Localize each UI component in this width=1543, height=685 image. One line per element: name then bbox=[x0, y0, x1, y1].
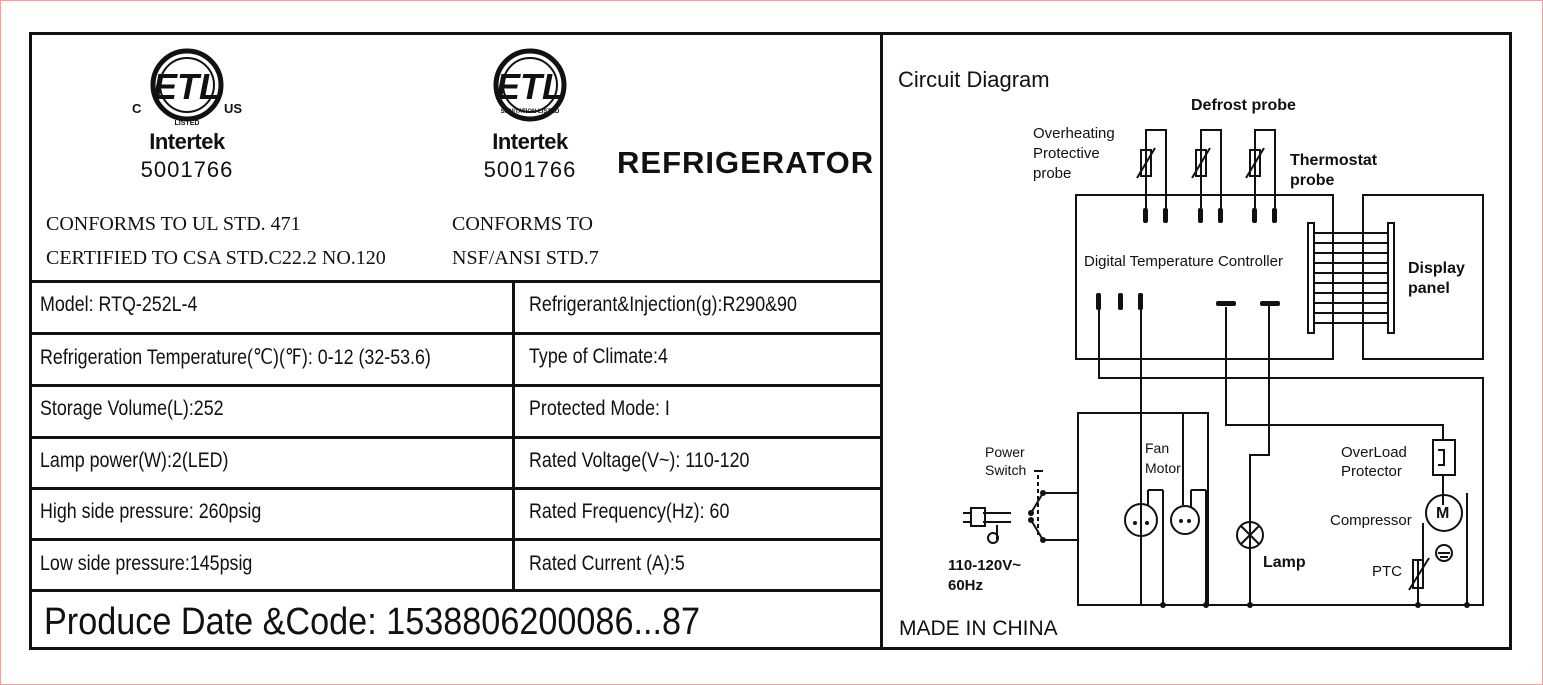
thermostat-label: probe bbox=[1290, 172, 1335, 189]
controller-label: Digital Temperature Controller bbox=[1084, 253, 1283, 270]
overheating-label: Overheating bbox=[1033, 125, 1115, 142]
overheating-label: probe bbox=[1033, 165, 1071, 182]
logo-ring-text: LISTED bbox=[175, 120, 200, 127]
spec-high-side-pressure: High side pressure: 260psig bbox=[40, 500, 262, 523]
ptc-label: PTC bbox=[1372, 563, 1402, 580]
power-switch-label: Switch bbox=[985, 462, 1026, 478]
spec-lamp-power: Lamp power(W):2(LED) bbox=[40, 449, 229, 472]
spec-refrigerant: Refrigerant&Injection(g):R290&90 bbox=[529, 293, 797, 316]
table-rule bbox=[32, 332, 880, 335]
power-switch-label: Power bbox=[985, 444, 1025, 460]
etl-letters: ETL bbox=[496, 66, 564, 107]
intertek-brand: Intertek bbox=[149, 129, 225, 154]
made-in-china: MADE IN CHINA bbox=[899, 617, 1058, 640]
table-rule bbox=[32, 384, 880, 387]
logo-left-mark: C bbox=[132, 101, 142, 116]
conformance-line: NSF/ANSI STD.7 bbox=[452, 247, 599, 269]
circuit-drawing: Circuit Diagram Defrost probe Overheatin… bbox=[898, 67, 1484, 640]
spec-model: Model: RTQ-252L-4 bbox=[40, 293, 198, 316]
section-divider bbox=[880, 35, 883, 647]
spec-storage-volume: Storage Volume(L):252 bbox=[40, 397, 224, 420]
overheating-label: Protective bbox=[1033, 145, 1100, 162]
overload-label: Protector bbox=[1341, 463, 1402, 480]
circuit-diagram: Circuit Diagram Defrost probe Overheatin… bbox=[883, 35, 1509, 647]
table-column-divider bbox=[512, 280, 515, 592]
spec-refrigeration-temperature: Refrigeration Temperature(℃)(℉): 0-12 (3… bbox=[40, 346, 431, 369]
rating-label: ETL C US LISTED Intertek 5001766 CONFORM… bbox=[29, 32, 1512, 650]
certificate-number: 5001766 bbox=[483, 157, 577, 182]
fan-motor-label: Motor bbox=[1145, 460, 1181, 476]
product-name: REFRIGERATOR bbox=[617, 145, 875, 180]
certificate-number: 5001766 bbox=[140, 157, 234, 182]
certification-etl-sanitation: ETL SANITATION LISTED Intertek 5001766 bbox=[455, 47, 605, 183]
logo-right-mark: US bbox=[224, 101, 242, 116]
thermostat-label: Thermostat bbox=[1290, 152, 1378, 169]
supply-label: 110-120V~ bbox=[948, 557, 1021, 574]
table-rule bbox=[32, 538, 880, 541]
motor-symbol: M bbox=[1436, 505, 1449, 522]
spec-protected-mode: Protected Mode: I bbox=[529, 397, 670, 420]
logo-ring-text: SANITATION LISTED bbox=[501, 109, 560, 115]
spec-rated-voltage: Rated Voltage(V~): 110-120 bbox=[529, 449, 750, 472]
display-panel-label: panel bbox=[1408, 280, 1450, 297]
fan-motor-label: Fan bbox=[1145, 440, 1169, 456]
spec-rated-current: Rated Current (A):5 bbox=[529, 552, 685, 575]
compressor-label: Compressor bbox=[1330, 512, 1412, 529]
etl-sanitation-logo: ETL SANITATION LISTED bbox=[493, 48, 567, 122]
defrost-probe-label: Defrost probe bbox=[1191, 97, 1296, 114]
lamp-label: Lamp bbox=[1263, 554, 1306, 571]
spec-low-side-pressure: Low side pressure:145psig bbox=[40, 552, 253, 575]
conformance-line: CERTIFIED TO CSA STD.C22.2 NO.120 bbox=[46, 247, 386, 269]
table-rule bbox=[32, 487, 880, 490]
produce-date-code: Produce Date &Code: 1538806200086...87 bbox=[44, 601, 701, 643]
spec-climate-type: Type of Climate:4 bbox=[529, 345, 668, 368]
etl-letters: ETL bbox=[153, 66, 221, 107]
table-rule bbox=[32, 589, 880, 592]
display-panel-label: Display bbox=[1408, 260, 1465, 277]
conformance-line: CONFORMS TO bbox=[452, 213, 593, 235]
table-rule bbox=[32, 280, 880, 283]
intertek-brand: Intertek bbox=[492, 129, 568, 154]
circuit-title: Circuit Diagram bbox=[898, 67, 1050, 92]
certification-etl-listed: ETL C US LISTED Intertek 5001766 bbox=[112, 47, 262, 183]
table-rule bbox=[32, 436, 880, 439]
spec-rated-frequency: Rated Frequency(Hz): 60 bbox=[529, 500, 730, 523]
conformance-line: CONFORMS TO UL STD. 471 bbox=[46, 213, 301, 235]
etl-listed-logo: ETL C US LISTED bbox=[132, 48, 242, 127]
supply-label: 60Hz bbox=[948, 577, 983, 594]
overload-label: OverLoad bbox=[1341, 444, 1407, 461]
